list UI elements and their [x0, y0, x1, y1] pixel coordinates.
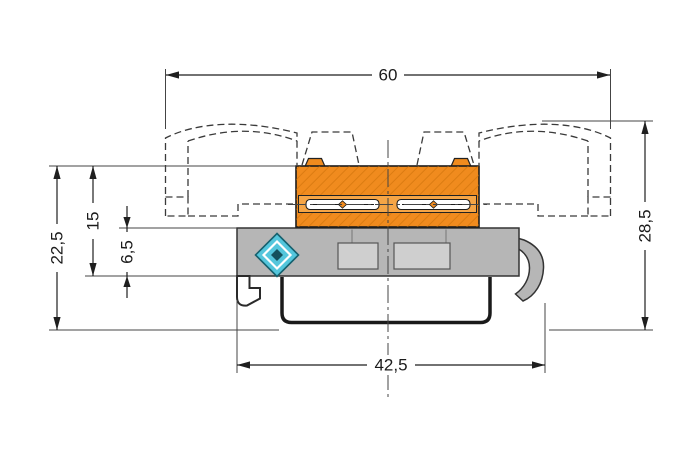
- arrowhead-right-icon: [597, 71, 610, 79]
- dim-label-left-total-height: 22,5: [48, 231, 67, 264]
- marker-core-diamond: [271, 249, 283, 261]
- carrier-opening-left: [337, 242, 379, 270]
- arrowhead-top-icon: [53, 166, 61, 179]
- housing-bottom-left: [188, 203, 296, 217]
- label-backing: [83, 203, 103, 239]
- arrowhead-bottom-icon: [641, 317, 649, 330]
- housing-outline-left: [164, 123, 298, 216]
- carrier-opening-right: [393, 242, 451, 270]
- arrowhead-bottom-icon: [53, 317, 61, 330]
- rail-channel: [280, 277, 492, 325]
- fixing-foot-left: [236, 275, 261, 307]
- dim-label-overall-height: 28,5: [636, 209, 655, 242]
- label-backing: [367, 355, 415, 375]
- housing-inner-curve-right: [478, 130, 589, 142]
- hex-socket-marker-icon: [254, 232, 300, 278]
- plug-funnel-right: [416, 131, 475, 166]
- arrowhead-top-icon: [89, 166, 97, 179]
- arrowhead-top-icon: [123, 217, 131, 228]
- mating-connector-left-dashed: [164, 123, 360, 217]
- dimension-carrier-height: 6,5: [117, 206, 237, 298]
- housing-bottom-right: [480, 203, 588, 217]
- arrowhead-left-icon: [166, 71, 179, 79]
- marker-mid-diamond: [261, 239, 293, 271]
- arrowhead-bottom-icon: [89, 263, 97, 276]
- dimension-left-total-height: 22,5: [47, 165, 296, 331]
- arrowhead-right-icon: [532, 361, 545, 369]
- label-backing: [635, 202, 655, 250]
- label-backing: [117, 232, 137, 272]
- dimension-left-mid-height: 15: [83, 166, 237, 277]
- label-backing: [47, 224, 67, 272]
- dimension-foot-width: 42,5: [236, 300, 546, 375]
- arrowhead-bottom-icon: [123, 276, 131, 287]
- dim-label-carrier-height: 6,5: [118, 240, 137, 264]
- arrowhead-top-icon: [641, 121, 649, 134]
- latch-box-left: [165, 196, 189, 217]
- housing-inner-curve-left: [187, 130, 298, 142]
- contact-point-left: [337, 200, 348, 209]
- dim-label-overall-width: 60: [379, 66, 398, 85]
- latch-box-right: [587, 196, 611, 217]
- housing-outline-right: [478, 123, 612, 216]
- dimension-overall-width: 60: [165, 65, 611, 129]
- dim-label-foot-width: 42,5: [374, 356, 407, 375]
- rail-hook-right: [509, 235, 545, 302]
- mating-connector-right-dashed: [416, 123, 612, 217]
- label-backing: [372, 65, 404, 85]
- dim-label-left-mid-height: 15: [84, 212, 103, 231]
- arrowhead-left-icon: [237, 361, 250, 369]
- din-rail-foot: [236, 275, 492, 325]
- plug-funnel-left: [301, 131, 360, 166]
- dimension-overall-height: 28,5: [542, 120, 655, 331]
